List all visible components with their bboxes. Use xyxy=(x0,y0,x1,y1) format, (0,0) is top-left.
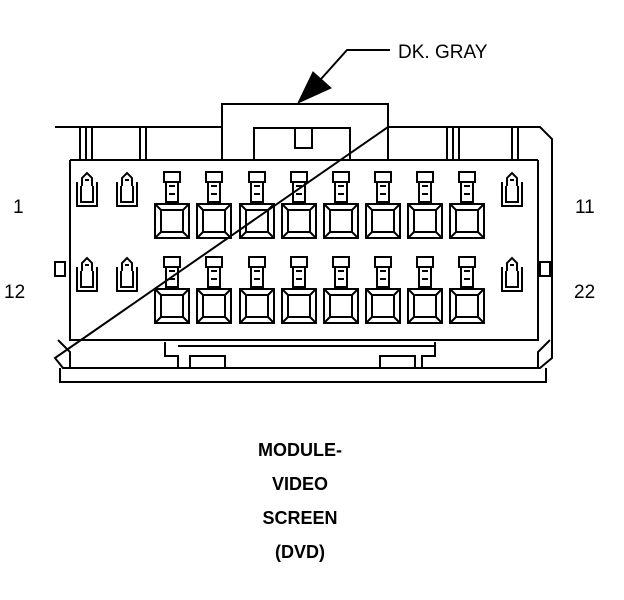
caption-line-2: VIDEO xyxy=(271,474,328,494)
cavity-large-r1-8 xyxy=(449,171,485,239)
cavity-small-r2-1 xyxy=(76,256,98,292)
cavity-large-r2-6 xyxy=(365,256,401,324)
pin-label-22: 22 xyxy=(574,282,596,303)
cavity-large-r2-4 xyxy=(281,256,317,324)
pin-label-1: 1 xyxy=(13,197,24,218)
color-leader-arrow xyxy=(296,49,390,105)
cavity-large-r1-7 xyxy=(407,171,443,239)
cavity-large-r2-5 xyxy=(323,256,359,324)
cavity-large-r2-8 xyxy=(449,256,485,324)
pin-cavities xyxy=(76,171,523,324)
cavity-small-r1-2 xyxy=(116,171,138,207)
caption-line-3: SCREEN xyxy=(262,508,338,528)
connector-body xyxy=(53,103,553,383)
cavity-large-r1-5 xyxy=(323,171,359,239)
cavity-large-r1-4 xyxy=(281,171,317,239)
cavity-small-r2-right xyxy=(501,256,523,292)
cavity-large-r1-1 xyxy=(154,171,190,239)
color-label: DK. GRAY xyxy=(398,42,488,63)
cavity-large-r2-1 xyxy=(154,256,190,324)
cavity-small-r1-right xyxy=(501,171,523,207)
cavity-small-r2-2 xyxy=(116,256,138,292)
cavity-large-r1-2 xyxy=(196,171,232,239)
cavity-large-r2-2 xyxy=(196,256,232,324)
cavity-small-r1-1 xyxy=(76,171,98,207)
pin-label-11: 11 xyxy=(575,197,595,218)
caption-line-4: (DVD) xyxy=(275,542,325,562)
cavity-large-r1-6 xyxy=(365,171,401,239)
cavity-large-r1-3 xyxy=(239,171,275,239)
cavity-large-r2-3 xyxy=(239,256,275,324)
caption-line-1: MODULE- xyxy=(258,440,342,460)
cavity-large-r2-7 xyxy=(407,256,443,324)
pin-label-12: 12 xyxy=(4,282,26,303)
